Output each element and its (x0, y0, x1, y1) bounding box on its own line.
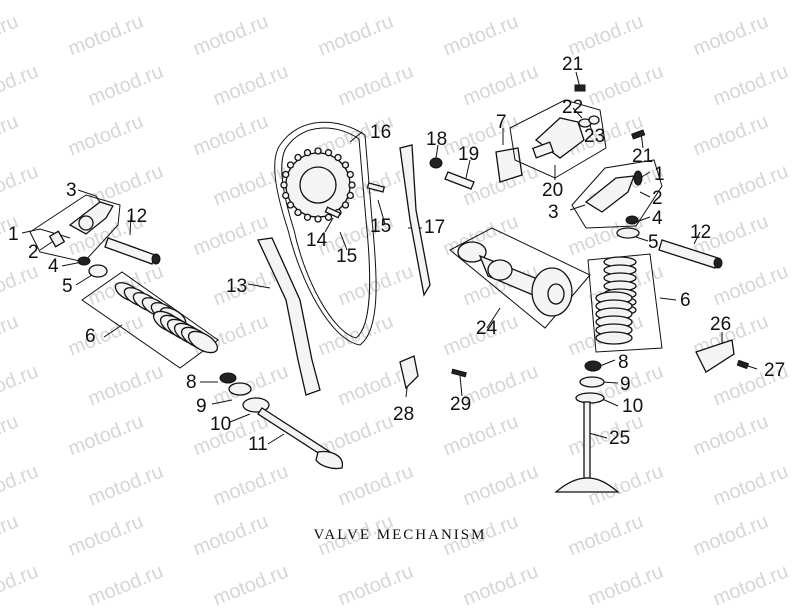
bracket-plate (399, 355, 419, 390)
callout-label: 2 (652, 188, 663, 209)
tensioner-gasket (495, 147, 523, 183)
sprocket-tooth (294, 153, 302, 162)
rocker-arm-right (571, 159, 663, 239)
callout-label: 11 (248, 434, 268, 455)
valve-springs-right (587, 253, 663, 353)
callout-label: 21 (562, 54, 583, 75)
callout-label: 8 (618, 352, 629, 373)
callout-label: 3 (66, 180, 77, 201)
callout-label: 10 (622, 396, 643, 417)
callout-label: 10 (210, 414, 231, 435)
callout-label: 25 (609, 428, 630, 449)
callout-label: 27 (764, 360, 785, 381)
sprocket-tooth (346, 170, 354, 179)
rocker-shaft-left (104, 237, 161, 265)
spring-coil (187, 330, 219, 354)
sprocket-tooth (286, 161, 295, 169)
chain-guide-tensioner (257, 237, 321, 396)
bolts-sprocket (324, 182, 386, 219)
diagram-caption: VALVE MECHANISM (313, 527, 487, 543)
cam-sprocket (280, 147, 356, 223)
sprocket-tooth (341, 201, 350, 209)
callout-labels: 1 2 3 4 5 6 8 9 10 11 12 13 14 15 16 15 … (8, 54, 785, 455)
spring-coil (595, 331, 633, 345)
tensioner-bolts (429, 84, 646, 190)
tensioner-body (509, 99, 607, 179)
callout-label: 9 (196, 396, 207, 417)
callout-label: 23 (584, 126, 605, 147)
callout-label: 1 (654, 164, 665, 185)
callout-label: 6 (85, 326, 96, 347)
rocker-arm-left (29, 194, 121, 278)
callout-label: 20 (542, 180, 563, 201)
sprocket-tooth (334, 153, 342, 162)
callout-label: 18 (426, 129, 447, 150)
callout-label: 4 (652, 208, 663, 229)
callout-label: 17 (424, 217, 445, 238)
callout-label: 28 (393, 404, 414, 425)
sprocket-tooth (303, 149, 312, 157)
valve-springs-left (81, 271, 219, 369)
callout-label: 22 (562, 97, 583, 118)
sprocket-tooth (282, 170, 290, 179)
callout-label: 5 (62, 276, 73, 297)
sprocket-tooth (348, 181, 356, 189)
chain-guide-right (399, 144, 431, 297)
rocker-shaft-right (658, 239, 723, 269)
small-pin (451, 368, 467, 378)
sprocket-tooth (314, 215, 322, 223)
callout-label: 12 (126, 206, 147, 227)
sprocket-tooth (280, 181, 288, 189)
callout-label: 6 (680, 290, 691, 311)
callout-label: 21 (632, 146, 653, 167)
callout-label: 5 (648, 232, 659, 253)
callout-label: 2 (28, 242, 39, 263)
callout-label: 4 (48, 256, 59, 277)
sprocket-tooth (286, 201, 295, 209)
sprocket-tooth (324, 149, 333, 157)
callout-label: 9 (620, 374, 631, 395)
sprocket-tooth (282, 191, 290, 200)
callout-label: 29 (450, 394, 471, 415)
callout-label: 26 (710, 314, 731, 335)
sprocket-tooth (294, 208, 302, 217)
sprocket-tooth (314, 147, 322, 155)
callout-label: 13 (226, 276, 247, 297)
decompressor-lever (695, 339, 750, 373)
valve-left (219, 372, 343, 470)
sprocket-tooth (324, 213, 333, 221)
callout-label: 24 (476, 318, 498, 339)
valve-right (554, 360, 620, 493)
sprocket-tooth (346, 191, 354, 200)
sprocket-tooth (341, 161, 350, 169)
callout-label: 15 (336, 246, 357, 267)
sprocket-tooth (303, 213, 312, 221)
callout-label: 7 (496, 112, 507, 133)
callout-label: 15 (370, 216, 391, 237)
callout-label: 16 (370, 122, 391, 143)
callout-label: 3 (548, 202, 559, 223)
callout-label: 19 (458, 144, 479, 165)
callout-label: 12 (690, 222, 711, 243)
callout-label: 1 (8, 224, 19, 245)
camshaft (449, 227, 591, 329)
callout-label: 8 (186, 372, 197, 393)
callout-label: 14 (306, 230, 328, 251)
